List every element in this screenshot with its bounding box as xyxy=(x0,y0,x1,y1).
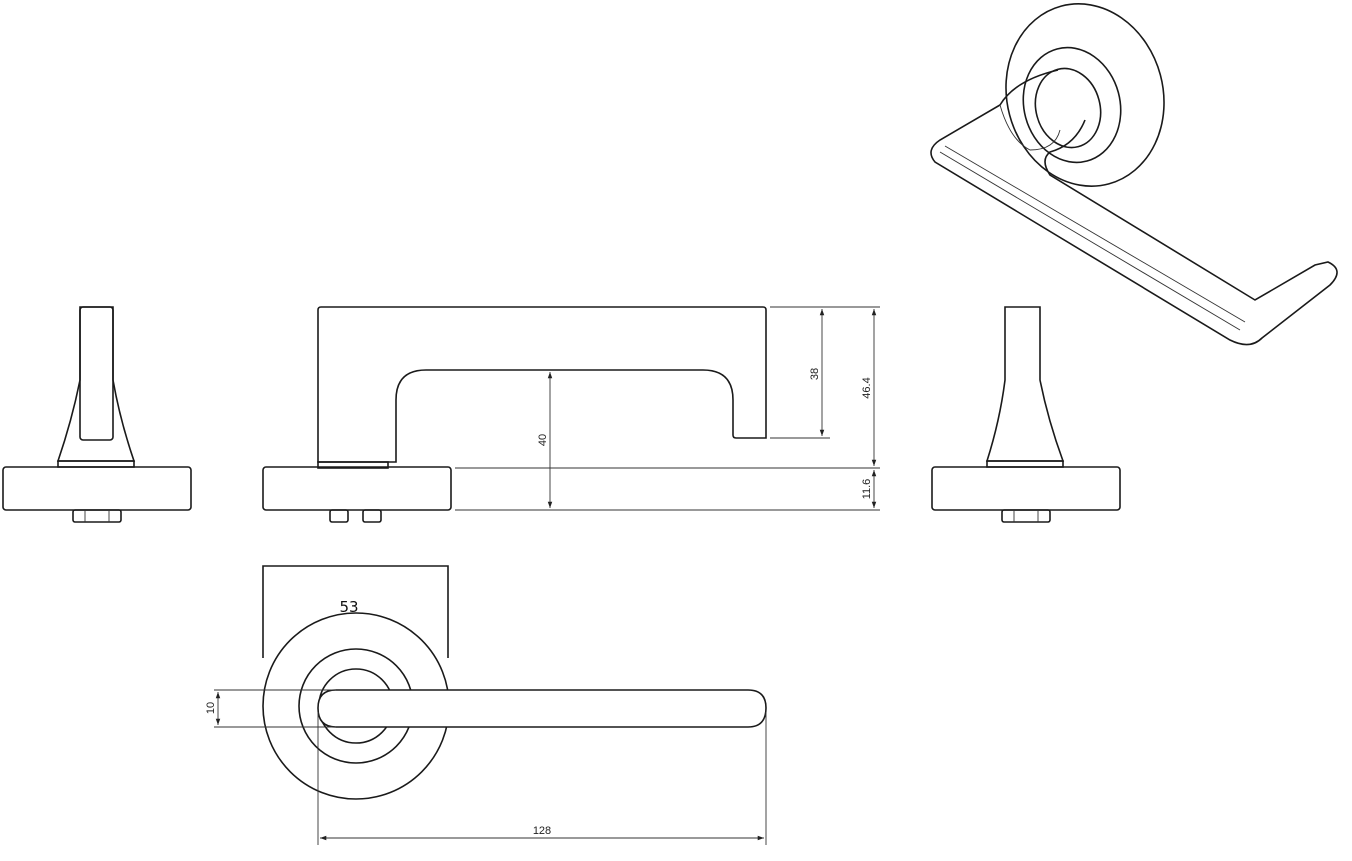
isometric-view xyxy=(930,3,1338,346)
dim-46-4: 46.4 xyxy=(861,377,873,398)
right-side-view xyxy=(931,306,1121,523)
dim-11-6: 11.6 xyxy=(861,479,873,500)
dim-53: 53 xyxy=(339,598,358,616)
dim-38: 38 xyxy=(809,368,821,380)
dim-128: 128 xyxy=(533,825,551,837)
front-view xyxy=(262,306,767,523)
dim-10: 10 xyxy=(205,702,217,714)
dim-40: 40 xyxy=(537,434,549,446)
front-dimensions: 38 46.4 11.6 40 xyxy=(455,306,880,511)
top-view: 53 10 128 xyxy=(205,565,767,845)
left-side-view xyxy=(2,306,192,523)
